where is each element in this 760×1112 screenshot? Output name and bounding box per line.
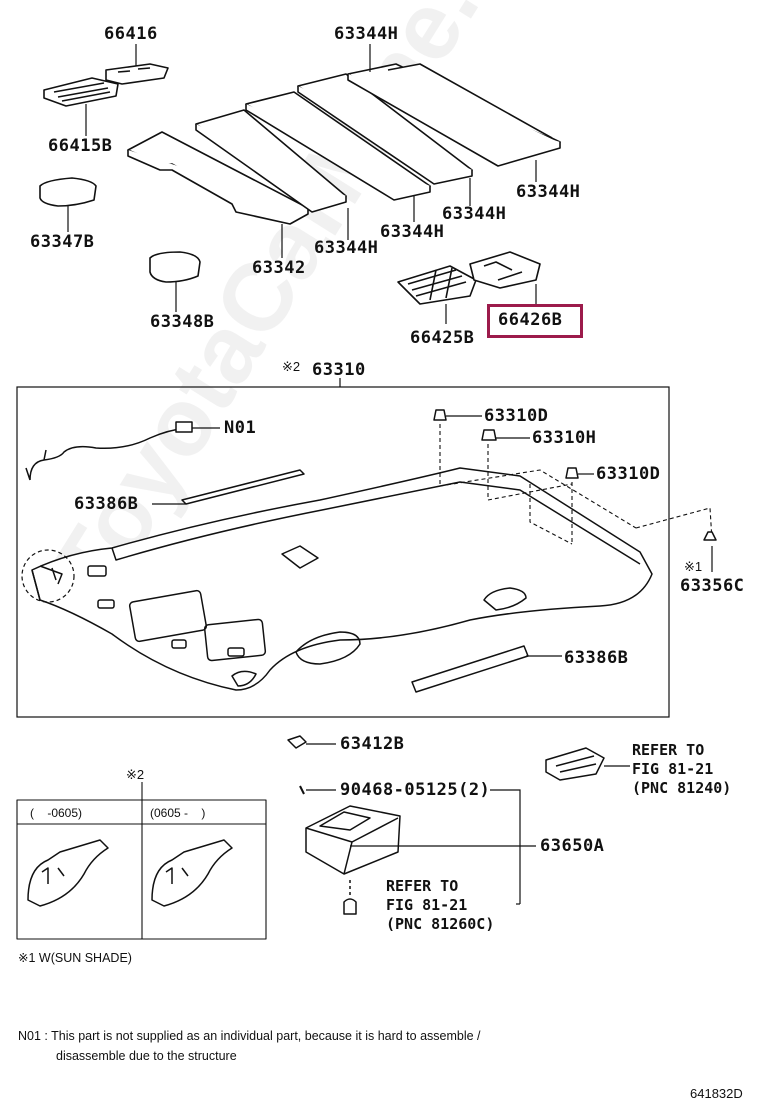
lamp-81240-shape [545,747,605,781]
label-N01[interactable]: N01 [224,418,257,438]
refer-to-81260C[interactable]: REFER TO FIG 81-21 (PNC 81260C) [386,877,495,933]
strip-63386B-upper-shape [181,469,305,505]
part-63344H-boards [195,63,561,213]
label-63310-mark: ※2 [282,359,301,374]
highlight-66426B [487,304,583,338]
label-90468-05125[interactable]: 90468-05125(2) [340,780,491,800]
n01-harness-shape [25,427,187,481]
part-66416-shape [105,63,169,85]
part-66426B-shape [469,251,541,289]
note-sunshade: ※1 W(SUN SHADE) [18,951,132,965]
inset-column-after-0605: (0605 - ) [150,806,206,820]
label-63386B-lower[interactable]: 63386B [564,648,629,668]
label-63650A[interactable]: 63650A [540,836,605,856]
label-63344H-top[interactable]: 63344H [334,24,399,44]
label-63356C[interactable]: 63356C [680,576,745,596]
label-63348B[interactable]: 63348B [150,312,215,332]
inset-column-before-0605: ( -0605) [30,806,83,820]
label-63344H-mid[interactable]: 63344H [442,204,507,224]
part-63347B-shape [39,177,97,207]
label-63310D-right[interactable]: 63310D [596,464,661,484]
label-63310D-top[interactable]: 63310D [484,406,549,426]
strip-63386B-lower-shape [411,645,529,693]
figure-id: 641832D [690,1086,743,1101]
label-66416[interactable]: 66416 [104,24,158,44]
label-63356C-mark: ※1 [684,559,703,574]
label-63310H[interactable]: 63310H [532,428,597,448]
part-63412B-shape [287,735,307,749]
part-66425B-shape [397,265,477,305]
label-66425B[interactable]: 66425B [410,328,475,348]
label-66426B[interactable]: 66426B [498,310,563,330]
part-63342-shape [127,131,309,225]
label-63342[interactable]: 63342 [252,258,306,278]
inset-mark: ※2 [126,767,145,782]
label-63344H-right[interactable]: 63344H [516,182,581,202]
headliner-body-shape [31,467,653,691]
leader-90468-bracket [490,789,521,904]
part-66415B-shape [43,77,119,107]
label-66415B[interactable]: 66415B [48,136,113,156]
note-n01-line2: disassemble due to the structure [56,1049,237,1063]
label-63344H-left[interactable]: 63344H [314,238,379,258]
console-63650A-shape [305,805,401,875]
label-63347B[interactable]: 63347B [30,232,95,252]
headliner-frame [16,386,670,718]
label-63386B-upper[interactable]: 63386B [74,494,139,514]
refer-to-81240[interactable]: REFER TO FIG 81-21 (PNC 81240) [632,741,732,797]
label-63310[interactable]: 63310 [312,360,366,380]
label-63412B[interactable]: 63412B [340,734,405,754]
note-n01-line1: N01 : This part is not supplied as an in… [18,1029,481,1043]
label-63344H-lower[interactable]: 63344H [380,222,445,242]
part-63348B-shape [149,251,201,283]
